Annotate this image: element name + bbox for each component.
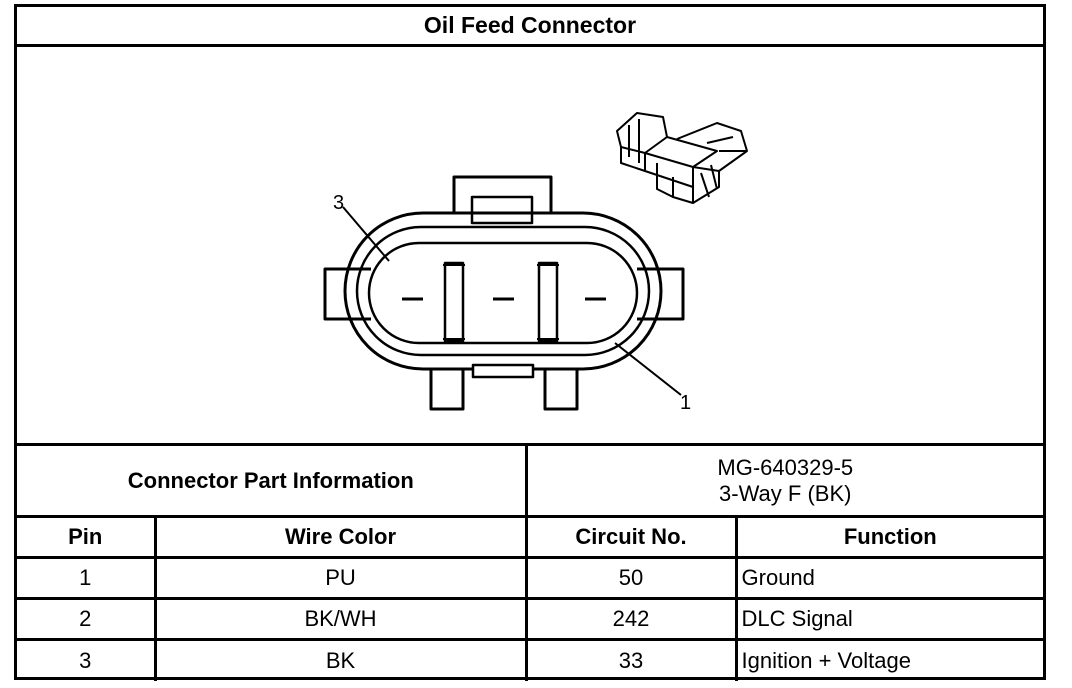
right-ear xyxy=(637,267,685,321)
wire-color-cell: PU xyxy=(153,556,528,600)
table-row: 1 PU 50 Ground xyxy=(17,556,1044,600)
part-number: MG-640329-5 xyxy=(717,454,854,480)
function-cell: DLC Signal xyxy=(734,597,1044,641)
connector-seal-ring xyxy=(355,225,651,357)
pin-cell: 1 xyxy=(17,556,157,600)
wire-color-cell: BK xyxy=(153,638,528,681)
header-circuit: Circuit No. xyxy=(524,515,738,559)
header-wire-color: Wire Color xyxy=(153,515,528,559)
connector-outer-body xyxy=(343,211,663,371)
function-cell: Ignition + Voltage xyxy=(734,638,1044,681)
circuit-cell: 242 xyxy=(524,597,738,641)
top-latch xyxy=(452,175,553,212)
right-foot xyxy=(543,369,579,411)
connector-thumbnail xyxy=(616,112,748,204)
pin-cell: 2 xyxy=(17,597,157,641)
part-info-value: MG-640329-5 3-Way F (BK) xyxy=(524,443,1044,518)
pin-cell: 3 xyxy=(17,638,157,681)
part-info-label: Connector Part Information xyxy=(17,443,528,518)
function-cell: Ground xyxy=(734,556,1044,600)
left-foot xyxy=(429,369,465,411)
pin-3-callout: 3 xyxy=(333,192,344,214)
table-row: 2 BK/WH 242 DLC Signal xyxy=(17,597,1044,641)
connector-sheet: Oil Feed Connector xyxy=(14,4,1046,681)
page-title: Oil Feed Connector xyxy=(17,7,1043,47)
part-info-row: Connector Part Information MG-640329-5 3… xyxy=(17,443,1044,518)
bottom-key xyxy=(471,363,535,379)
pin-3-leader xyxy=(342,206,390,262)
wire-color-cell: BK/WH xyxy=(153,597,528,641)
connector-inner-cavity xyxy=(367,241,639,345)
pin-1-callout: 1 xyxy=(680,392,691,414)
header-pin: Pin xyxy=(17,515,157,559)
connector-face-drawing: 3 1 xyxy=(323,112,748,414)
pin-1-leader xyxy=(614,342,682,396)
connector-info-table: Connector Part Information MG-640329-5 3… xyxy=(17,443,1044,681)
header-function: Function xyxy=(734,515,1044,559)
circuit-cell: 33 xyxy=(524,638,738,681)
top-latch-window xyxy=(470,195,534,225)
part-description: 3-Way F (BK) xyxy=(719,480,852,506)
pin-divider-left xyxy=(443,261,465,343)
circuit-cell: 50 xyxy=(524,556,738,600)
table-header-row: Pin Wire Color Circuit No. Function xyxy=(17,515,1044,559)
pin-divider-right xyxy=(537,261,559,343)
table-row: 3 BK 33 Ignition + Voltage xyxy=(17,638,1044,681)
connector-diagram: 3 1 xyxy=(17,47,1043,443)
